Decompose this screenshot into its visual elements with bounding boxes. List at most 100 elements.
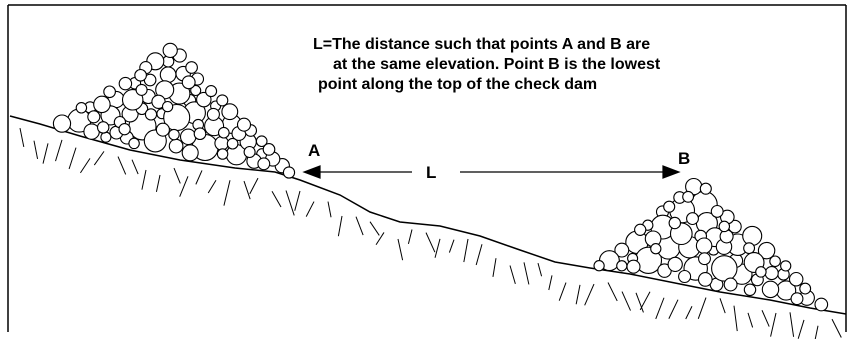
rock [243,145,256,159]
hatch-mark [55,139,63,162]
hatch-mark [337,215,343,237]
hatch-mark [475,244,483,266]
rock [799,282,812,295]
hatch-mark [797,319,805,339]
rock [255,135,268,148]
note-line-3: point along the top of the check dam [318,76,597,93]
hatch-mark [584,283,595,306]
rock [205,85,218,98]
rock [216,94,229,107]
rock [214,135,230,151]
rock [190,84,202,97]
note-line-1: L=The distance such that points A and B … [313,36,650,53]
rock [593,260,605,272]
rock [650,243,662,255]
hatch-mark [719,298,726,314]
rock [761,280,780,299]
rock [262,143,276,156]
ground-hatching [19,127,842,339]
rock [181,75,196,90]
hatch-mark [492,258,497,277]
rock [135,83,148,96]
rock [699,182,712,195]
hatch-mark [668,299,679,319]
rock [682,190,695,203]
hatch-mark [575,284,581,305]
hatch-mark [173,167,181,184]
hatch-mark [463,238,469,263]
rock [179,128,197,146]
rock [226,137,239,150]
hatch-mark [397,238,404,261]
rock [757,241,776,260]
rock [678,269,692,284]
rock [185,61,198,74]
arrowhead-left [302,165,321,179]
rock [780,260,792,272]
hatch-mark [747,312,754,328]
hatch-mark [243,180,251,200]
point-b-label: B [678,149,690,168]
rock [134,68,147,82]
hatch-mark [294,190,301,211]
rock [695,237,713,254]
rock [626,259,641,274]
hatch-mark [195,170,203,185]
check-dam-upstream [52,42,296,179]
hatch-mark [141,169,147,190]
arrowhead-right [662,165,681,179]
hatch-mark [548,275,553,291]
rock [144,108,158,121]
rock [159,66,177,84]
rock [103,85,116,99]
rock [282,166,296,179]
distance-arrow [302,165,681,179]
check-dam-downstream [593,177,829,312]
rock [168,128,180,141]
hatch-mark [621,291,631,311]
rock [742,225,763,246]
hatch-mark [285,190,295,216]
hatch-mark [655,297,665,320]
hatch-mark [685,306,693,320]
hatch-mark [68,147,77,170]
rock [723,277,738,292]
rock [743,283,757,297]
frame [7,4,847,332]
hatch-mark [523,262,530,285]
rock [686,212,699,226]
hatch-mark [639,291,651,311]
rock [814,297,829,312]
hatch-mark [80,158,91,174]
rock [257,157,271,171]
ground-profile [9,115,847,315]
rock [193,127,207,141]
hatch-mark [369,221,380,236]
hatch-mark [448,239,455,253]
rock [196,91,212,108]
distance-label: L [426,163,436,182]
hatch-mark [814,325,819,339]
rock [614,242,630,258]
rock [75,102,88,114]
hatch-mark [179,176,189,197]
hatch-mark [249,177,259,195]
rock [698,252,711,266]
hatch-mark [789,312,795,337]
hatch-mark [761,310,770,327]
rock [83,123,100,140]
hatch-mark [635,292,644,313]
hatch-mark [831,318,842,338]
hatch-mark [93,151,105,166]
rock [788,271,804,287]
hatch-mark [207,180,217,194]
hatch-mark [42,143,49,164]
hatch-mark [155,174,161,192]
hatch-mark [33,140,39,160]
rock [206,107,220,121]
rock [711,255,738,282]
rock [100,131,112,143]
rock [764,266,779,281]
rock [668,216,682,230]
hatch-mark [509,265,516,284]
